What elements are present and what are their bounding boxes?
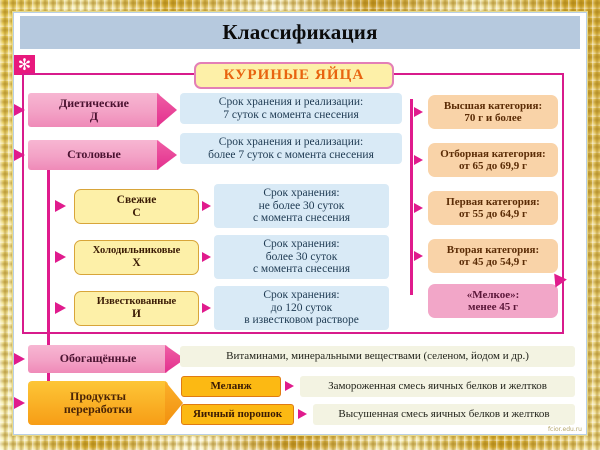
node-izvestkovannye: Известкованные И bbox=[74, 291, 199, 326]
category-mass: менее 45 г bbox=[468, 301, 518, 313]
detail-line: Срок хранения: bbox=[263, 237, 340, 250]
node-holodilnikovye: Холодильниковые Х bbox=[74, 240, 199, 275]
node-dieticheskie: Диетические Д bbox=[28, 93, 160, 127]
category-name: Вторая категория: bbox=[446, 243, 540, 256]
arrow-detail-svezhie bbox=[202, 201, 211, 211]
detail-line: в известковом растворе bbox=[244, 314, 359, 327]
category-mass: от 65 до 69,9 г bbox=[458, 160, 528, 172]
category-name: «Мелкое»: bbox=[466, 288, 520, 301]
detail-line: более 30 суток bbox=[265, 250, 338, 263]
connector-spine-right bbox=[410, 99, 413, 295]
arrow-melanzh-detail bbox=[285, 381, 294, 391]
detail-line: более 7 суток с момента снесения bbox=[208, 148, 374, 161]
detail-line: до 120 суток bbox=[270, 301, 333, 314]
node-svezhie-code: С bbox=[132, 206, 141, 219]
page-title: Классификация bbox=[222, 20, 378, 44]
title-bar bbox=[20, 16, 580, 49]
node-produkty-label-line1: Продукты bbox=[70, 388, 126, 403]
node-produkty-pererabotki: Продукты переработки bbox=[28, 381, 168, 425]
asterisk-icon: ✻ bbox=[14, 55, 35, 75]
detail-line: 7 суток с момента снесения bbox=[223, 108, 359, 121]
detail-holodilnikovye: Срок хранения: более 30 суток с момента … bbox=[214, 235, 389, 279]
node-izvestkovannye-code: И bbox=[132, 307, 141, 320]
arrow-detail-izvestkovannye bbox=[202, 303, 211, 313]
category-pervaya: Первая категория: от 55 до 64,9 г bbox=[428, 191, 558, 225]
arrow-detail-holodilnikovye bbox=[202, 252, 211, 262]
node-melanzh-label: Меланж bbox=[210, 380, 252, 393]
category-otbornaya: Отборная категория: от 65 до 69,9 г bbox=[428, 143, 558, 177]
node-holodilnikovye-label: Холодильниковые bbox=[92, 245, 181, 257]
node-holodilnikovye-code: Х bbox=[132, 256, 141, 269]
node-melanzh: Меланж bbox=[181, 376, 281, 397]
node-yaichnyy-poroshok: Яичный порошок bbox=[181, 404, 294, 425]
node-dieticheskie-label: Диетические bbox=[58, 95, 130, 110]
detail-line: Замороженная смесь яичных белков и желтк… bbox=[328, 380, 547, 393]
category-name: Первая категория: bbox=[446, 195, 540, 208]
detail-svezhie: Срок хранения: не более 30 суток с момен… bbox=[214, 184, 389, 228]
category-name: Высшая категория: bbox=[443, 99, 543, 112]
detail-stolovye: Срок хранения и реализации: более 7 суто… bbox=[180, 133, 402, 164]
detail-line: с момента снесения bbox=[252, 263, 351, 276]
watermark: fcior.edu.ru bbox=[547, 426, 582, 433]
arrow-to-produkty-pererabotki bbox=[14, 397, 25, 409]
category-mass: от 55 до 64,9 г bbox=[458, 208, 528, 220]
arrow-to-izvestkovannye bbox=[55, 302, 66, 314]
node-svezhie: Свежие С bbox=[74, 189, 199, 224]
node-obogashchennye: Обогащённые bbox=[28, 345, 168, 373]
node-yaichnyy-poroshok-label: Яичный порошок bbox=[192, 408, 283, 421]
detail-line: Витаминами, минеральными веществами (сел… bbox=[226, 350, 529, 363]
category-melkoe: «Мелкое»: менее 45 г bbox=[428, 284, 558, 318]
arrow-to-category-vysshaya bbox=[414, 107, 423, 117]
connector-spine-left bbox=[47, 170, 50, 390]
node-stolovye: Столовые bbox=[28, 140, 160, 170]
detail-line: Срок хранения и реализации: bbox=[218, 95, 364, 108]
node-svezhie-label: Свежие bbox=[116, 193, 157, 206]
category-vtoraya: Вторая категория: от 45 до 54,9 г bbox=[428, 239, 558, 273]
detail-line: Срок хранения и реализации: bbox=[218, 135, 364, 148]
detail-melanzh: Замороженная смесь яичных белков и желтк… bbox=[300, 376, 575, 397]
arrow-to-holodilnikovye bbox=[55, 251, 66, 263]
arrow-to-dieticheskie bbox=[14, 104, 25, 116]
detail-line: Высушенная смесь яичных белков и желтков bbox=[338, 408, 550, 421]
detail-line: не более 30 суток bbox=[258, 199, 345, 212]
arrow-poroshok-detail bbox=[298, 409, 307, 419]
node-dieticheskie-code: Д bbox=[89, 109, 99, 123]
category-vysshaya: Высшая категория: 70 г и более bbox=[428, 95, 558, 129]
node-stolovye-label: Столовые bbox=[67, 147, 121, 162]
category-mass: от 45 до 54,9 г bbox=[458, 256, 528, 268]
node-izvestkovannye-label: Известкованные bbox=[96, 296, 177, 308]
node-obogashchennye-label: Обогащённые bbox=[59, 351, 137, 366]
detail-izvestkovannye: Срок хранения: до 120 суток в известково… bbox=[214, 286, 389, 330]
arrow-to-stolovye bbox=[14, 149, 25, 161]
arrow-to-category-pervaya bbox=[414, 203, 423, 213]
arrow-to-category-otbornaya bbox=[414, 155, 423, 165]
detail-line: Срок хранения: bbox=[263, 288, 340, 301]
detail-obogashchennye: Витаминами, минеральными веществами (сел… bbox=[180, 346, 575, 367]
arrow-to-category-vtoraya bbox=[414, 251, 423, 261]
category-name: Отборная категория: bbox=[440, 147, 546, 160]
root-node-label: КУРИНЫЕ ЯЙЦА bbox=[223, 67, 365, 84]
root-node-chicken-eggs: КУРИНЫЕ ЯЙЦА bbox=[194, 62, 394, 89]
detail-dieticheskie: Срок хранения и реализации: 7 суток с мо… bbox=[180, 93, 402, 124]
detail-yaichnyy-poroshok: Высушенная смесь яичных белков и желтков bbox=[313, 404, 575, 425]
category-mass: 70 г и более bbox=[464, 112, 522, 124]
detail-line: Срок хранения: bbox=[263, 186, 340, 199]
arrow-to-svezhie bbox=[55, 200, 66, 212]
detail-line: с момента снесения bbox=[252, 212, 351, 225]
arrow-to-obogashchennye bbox=[14, 353, 25, 365]
node-produkty-label-line2: переработки bbox=[63, 402, 133, 416]
